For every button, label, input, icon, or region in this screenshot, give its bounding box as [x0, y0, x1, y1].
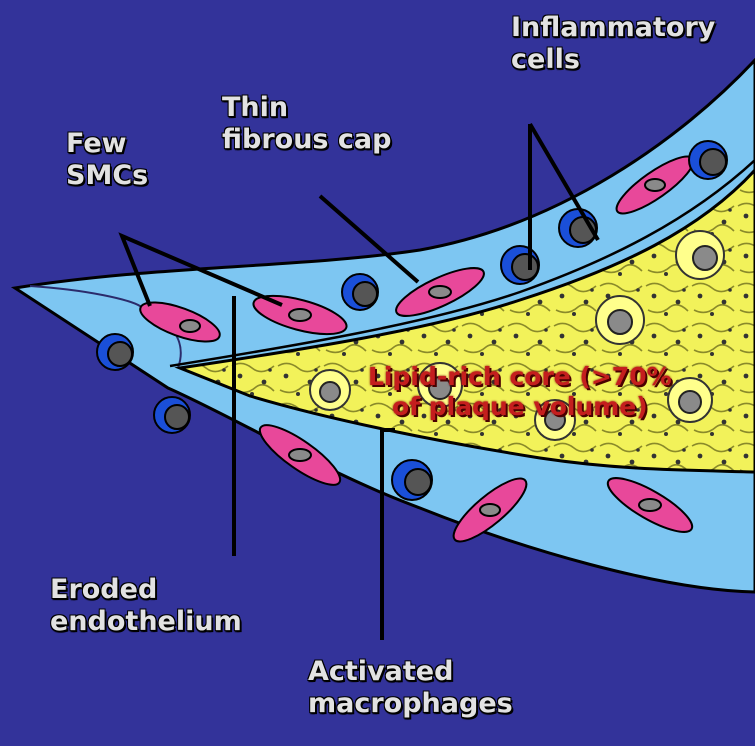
- label-thin-cap-line1: Thin: [222, 92, 391, 124]
- label-thin-fibrous-cap: Thin fibrous cap: [222, 92, 391, 156]
- label-activated-macrophages: Activated macrophages: [308, 656, 513, 720]
- label-macrophages-line1: Activated: [308, 656, 513, 688]
- label-inflammatory-line1: Inflammatory: [511, 12, 715, 44]
- label-lipid-core-line1: Lipid-rich core (>70%: [368, 362, 672, 392]
- label-few-smcs: Few SMCs: [66, 128, 148, 192]
- label-thin-cap-line2: fibrous cap: [222, 124, 391, 156]
- label-macrophages-line2: macrophages: [308, 688, 513, 720]
- label-inflammatory-cells: Inflammatory cells: [511, 12, 715, 76]
- label-eroded-line1: Eroded: [50, 574, 242, 606]
- label-eroded-endothelium: Eroded endothelium: [50, 574, 242, 638]
- label-eroded-line2: endothelium: [50, 606, 242, 638]
- label-few-smcs-line1: Few: [66, 128, 148, 160]
- label-lipid-rich-core: Lipid-rich core (>70% of plaque volume): [368, 362, 672, 421]
- label-few-smcs-line2: SMCs: [66, 160, 148, 192]
- label-inflammatory-line2: cells: [511, 44, 715, 76]
- label-lipid-core-line2: of plaque volume): [368, 392, 672, 422]
